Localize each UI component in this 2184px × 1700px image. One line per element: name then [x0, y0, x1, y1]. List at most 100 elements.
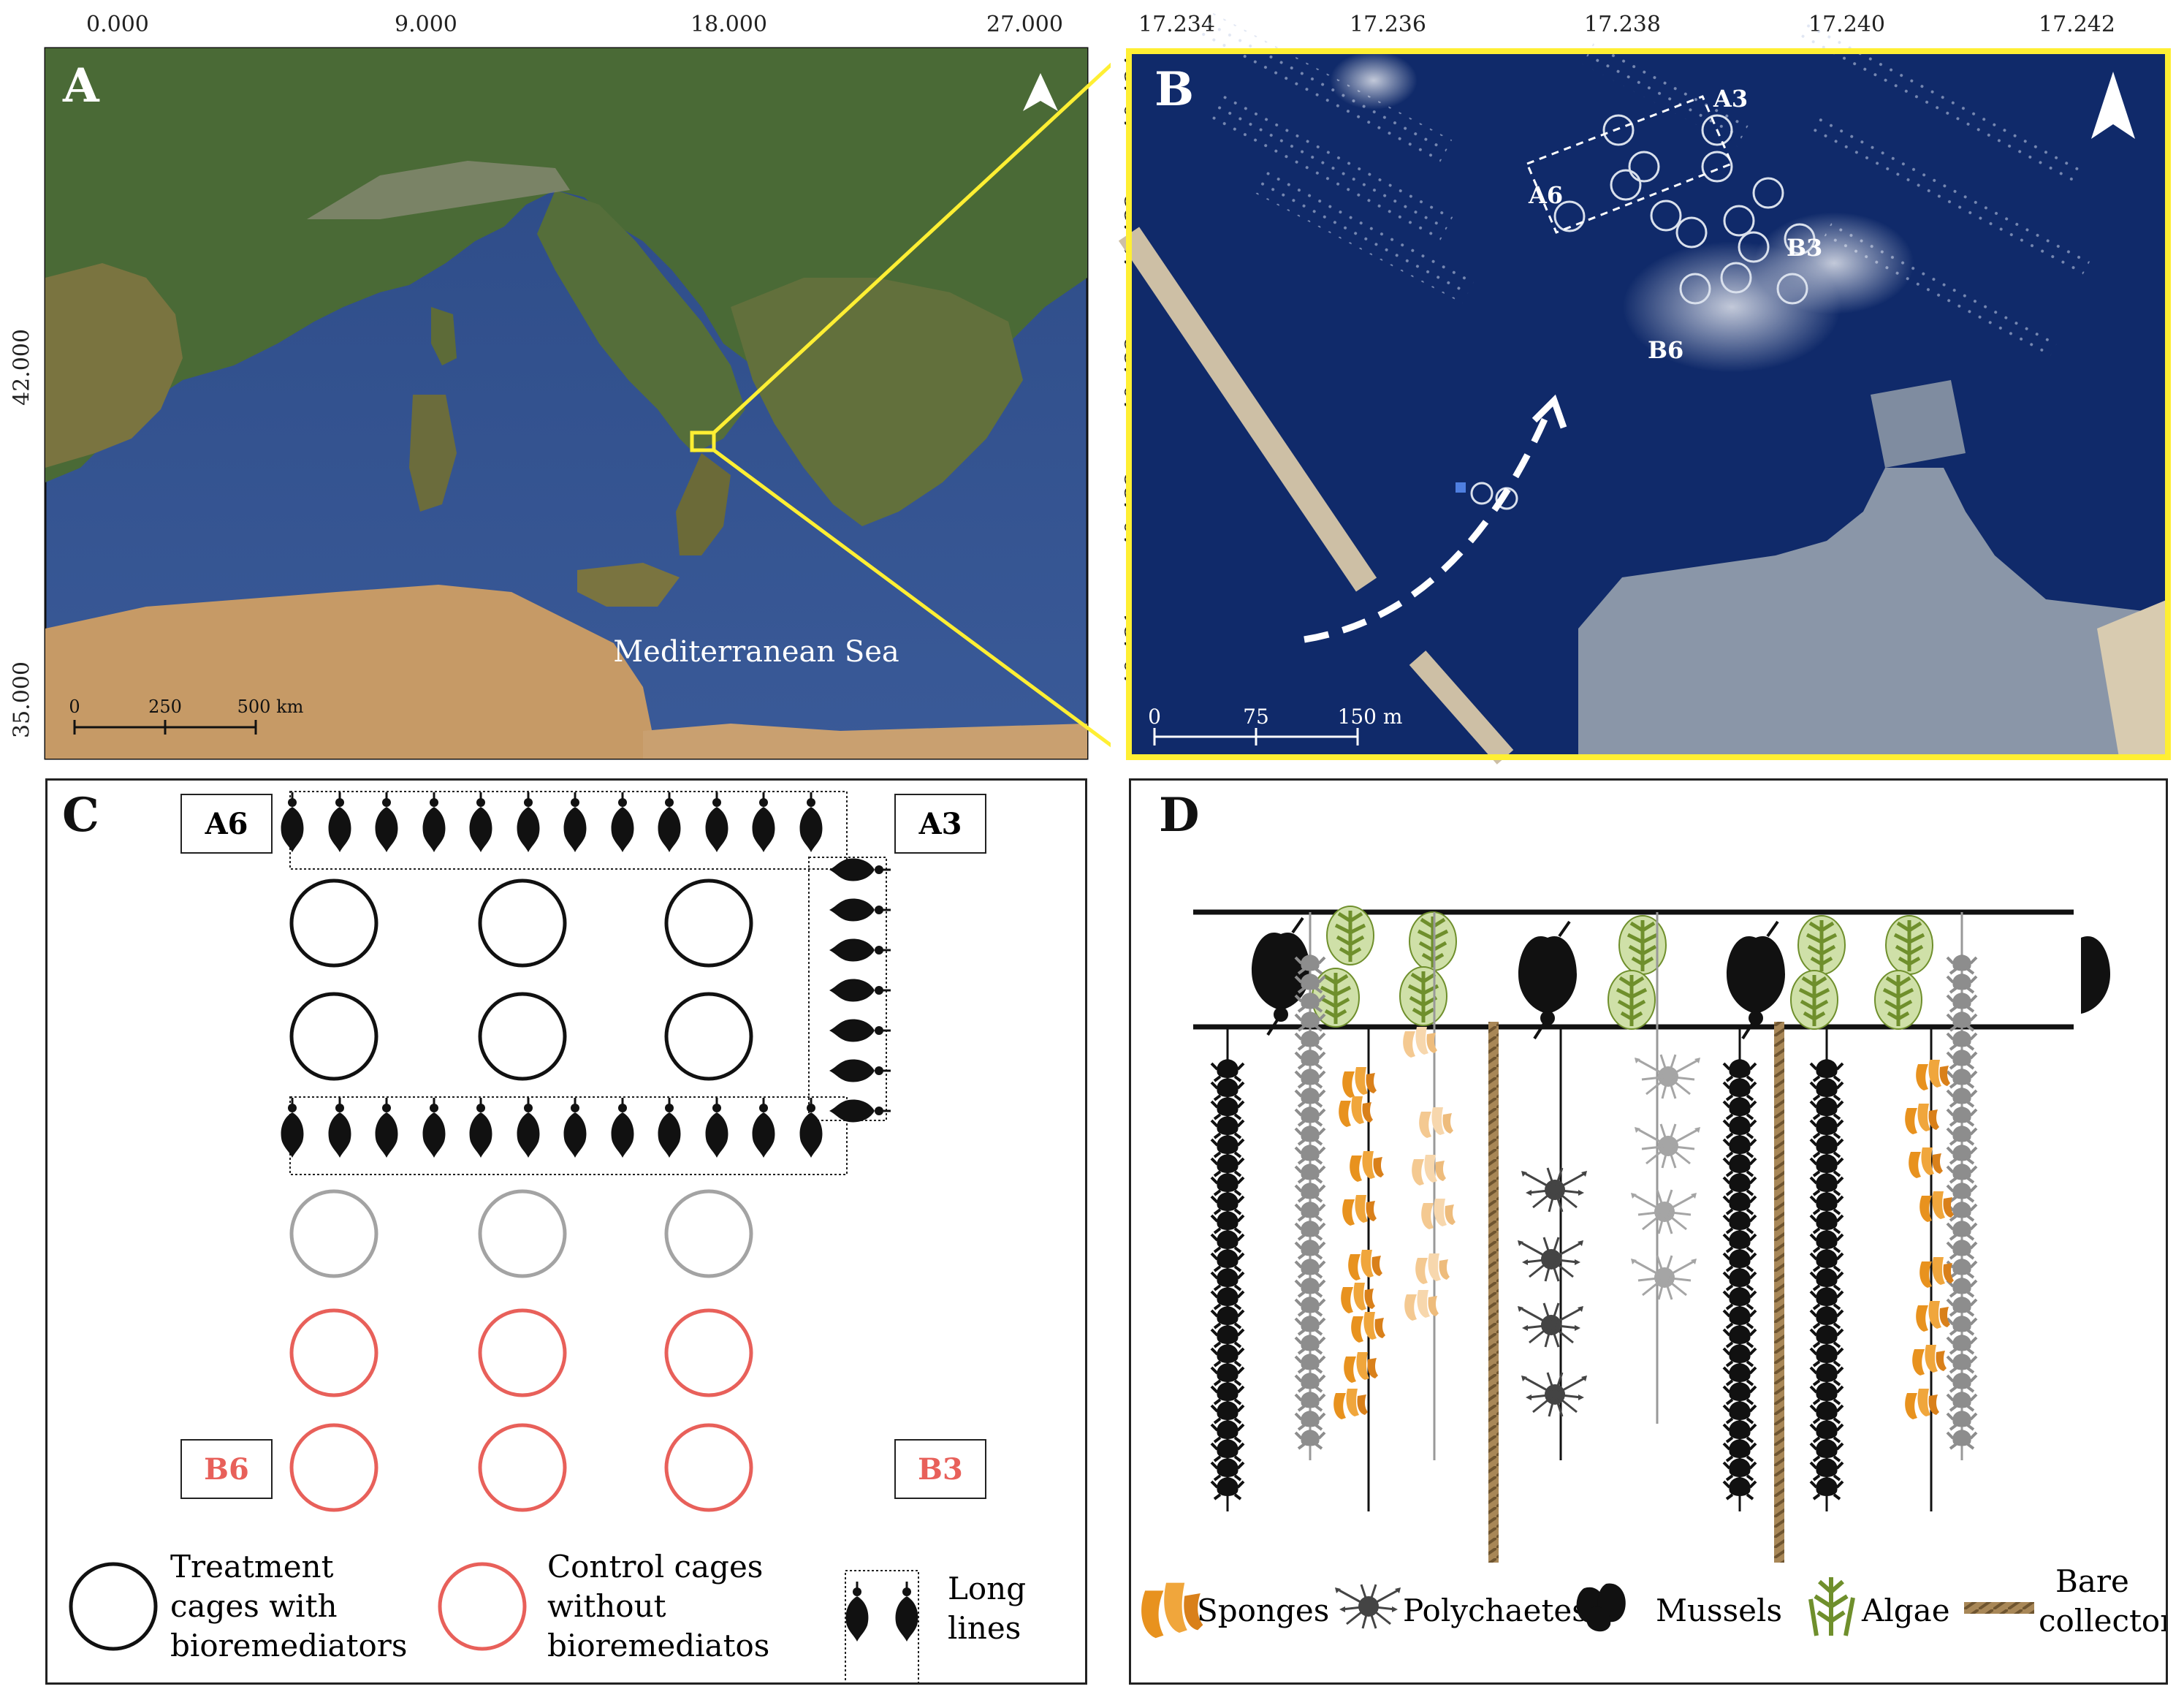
north-arrow-icon [2091, 72, 2135, 139]
mussels-icon [1576, 1583, 1626, 1632]
sponge-cluster [1348, 1250, 1382, 1280]
treatment-cage [664, 992, 753, 1081]
sponge-cluster [1342, 1067, 1377, 1098]
polychaete-cluster [1516, 1236, 1585, 1283]
grey-mussel-cluster [1294, 1409, 1326, 1431]
pale-sponge-cluster [1403, 1027, 1437, 1058]
panel-letter-b: B [1154, 62, 1195, 117]
control-cage [289, 1308, 378, 1397]
scale-label: 150 m [1338, 705, 1403, 729]
north-arrow-icon [1023, 73, 1058, 111]
legend-bare: Bare [2055, 1563, 2129, 1599]
grey-mussel-cluster [1946, 1143, 1978, 1165]
polychaete-icon [1333, 1583, 1402, 1630]
grey-mussel-cluster [1946, 1029, 1978, 1051]
a-x-tick: 0.000 [86, 12, 149, 37]
grey-mussel-cluster [1294, 1390, 1326, 1412]
grey-mussel-cluster [1946, 1314, 1978, 1336]
site-label-b3: B3 [1787, 234, 1822, 262]
b-x-tick: 17.236 [1350, 12, 1426, 37]
grey-mussel-cluster [1946, 1390, 1978, 1412]
pale-sponge-cluster [1415, 1253, 1450, 1284]
grey-mussel-cluster [1294, 1295, 1326, 1317]
grey-mussel-cluster [1946, 1086, 1978, 1108]
grey-mussel-cluster [1946, 1409, 1978, 1431]
legend-control-icon [438, 1562, 527, 1651]
bare-collector-icon [1964, 1602, 2034, 1614]
sponge-cluster [1919, 1191, 1954, 1222]
grey-cage [664, 1189, 753, 1278]
grey-mussel-cluster [1946, 1010, 1978, 1032]
sponge-cluster [1341, 1283, 1375, 1313]
grey-mussel-cluster [1946, 1295, 1978, 1317]
grey-mussel-cluster [1294, 1333, 1326, 1355]
mussel-cluster [1809, 1058, 1844, 1082]
polychaete-cluster [1520, 1371, 1588, 1418]
grey-mussel-cluster [1294, 1181, 1326, 1203]
mussel-cluster [1210, 1058, 1245, 1082]
grey-cage [478, 1189, 567, 1278]
sponge-cluster [1912, 1345, 1947, 1375]
experimental-layout-diagram: A6 A3 B6 B3 [69, 791, 1026, 1682]
legend-longline-icon [845, 1570, 919, 1682]
label-b3: B3 [918, 1452, 963, 1487]
inset-marker [690, 430, 716, 452]
b-x-tick: 17.242 [2039, 12, 2115, 37]
site-label-a6: A6 [1528, 181, 1563, 209]
pale-sponge-cluster [1412, 1155, 1446, 1185]
grey-polychaete-cluster [1629, 1188, 1698, 1235]
grey-mussel-cluster [1294, 1200, 1326, 1222]
sponge-cluster [1905, 1104, 1939, 1134]
grey-mussel-cluster [1294, 1314, 1326, 1336]
legend-longline-label: Long [948, 1571, 1026, 1606]
grey-polychaete-cluster [1629, 1254, 1698, 1301]
pale-sponge-cluster [1421, 1199, 1456, 1229]
grey-mussel-cluster [1294, 1067, 1326, 1089]
control-cage [664, 1423, 753, 1512]
grey-mussel-cluster [1946, 1371, 1978, 1393]
control-cage [289, 1423, 378, 1512]
grey-mussel-cluster [1946, 1352, 1978, 1374]
grey-polychaete-cluster [1633, 1123, 1702, 1169]
scale-bar-a [73, 720, 257, 735]
grey-mussel-cluster [1946, 1105, 1978, 1127]
a-x-tick: 18.000 [690, 12, 767, 37]
site-label-a3: A3 [1713, 85, 1748, 113]
b-x-tick: 17.238 [1584, 12, 1661, 37]
grey-mussel-cluster [1946, 1257, 1978, 1279]
grey-mussel-cluster [1294, 1276, 1326, 1298]
legend-treatment-label: bioremediators [170, 1628, 407, 1663]
grey-mussel-cluster [1946, 1124, 1978, 1146]
longline-top [280, 791, 823, 854]
sponge-cluster [1916, 1301, 1950, 1332]
label-b6: B6 [204, 1452, 249, 1487]
panel-a: 0.000 9.000 18.000 27.000 42.000 35.000 … [0, 0, 1111, 767]
longline-bottom [280, 1096, 823, 1159]
label-a3: A3 [918, 807, 962, 841]
a-x-tick: 27.000 [986, 12, 1063, 37]
grey-mussel-cluster [1294, 1371, 1326, 1393]
grey-mussel-cluster [1294, 1124, 1326, 1146]
panel-letter-c: C [62, 788, 99, 843]
treatment-cage [289, 992, 378, 1081]
pale-sponge-cluster [1419, 1107, 1453, 1138]
grey-mussel-cluster [1294, 1162, 1326, 1184]
grey-mussel-cluster [1946, 1333, 1978, 1355]
label-a6: A6 [205, 807, 248, 841]
grey-mussel-cluster [1946, 1048, 1978, 1070]
scale-label: 75 [1243, 705, 1269, 729]
grey-mussel-cluster [1946, 1162, 1978, 1184]
grey-mussel-cluster [1294, 1428, 1326, 1450]
grey-mussel-cluster [1294, 1048, 1326, 1070]
scale-label: 0 [1148, 705, 1161, 729]
polychaete-cluster [1516, 1302, 1585, 1348]
panel-letter-a: A [63, 58, 99, 113]
grey-mussel-cluster [1294, 1029, 1326, 1051]
treatment-cage [478, 879, 567, 968]
grey-mussel-cluster [1294, 1143, 1326, 1165]
legend-bare: collectors [2039, 1603, 2166, 1639]
grey-mussel-cluster [1946, 1238, 1978, 1260]
sponge-cluster [1350, 1151, 1384, 1182]
control-cage [478, 1423, 567, 1512]
sponge-cluster [1344, 1352, 1378, 1383]
